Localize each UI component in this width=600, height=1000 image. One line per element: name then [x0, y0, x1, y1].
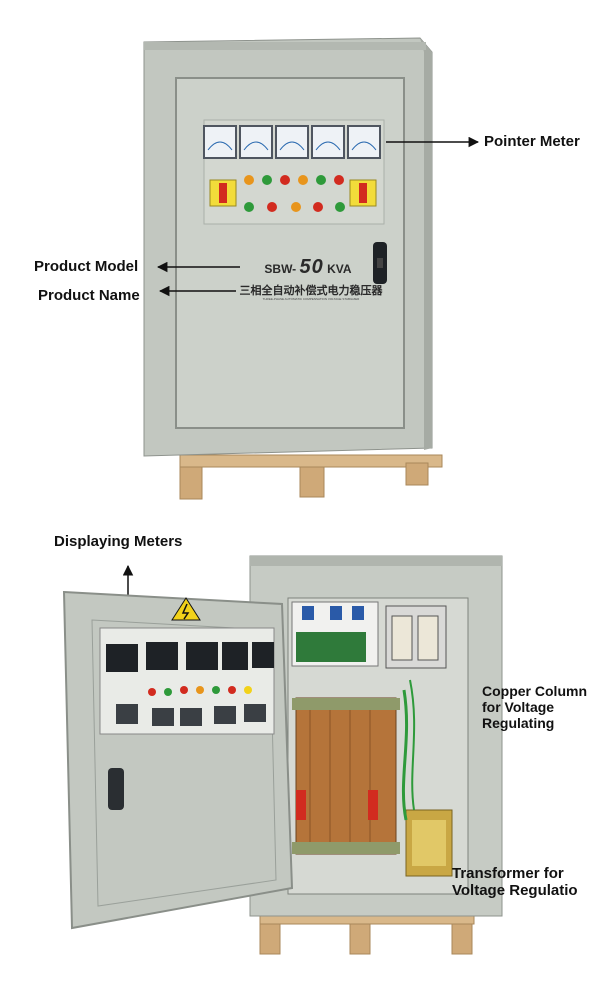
product-model-label: Product Model [34, 258, 139, 275]
bottom-cabinet-drawing [62, 555, 503, 955]
displaying-meters-label: Displaying Meters [54, 533, 183, 550]
transformer-label: Transformer for Voltage Regulatio [452, 865, 578, 900]
model-number: 50 [299, 256, 324, 278]
copper-column-label: Copper Column for Voltage Regulating [482, 683, 587, 731]
transformer-line-2: Voltage Regulatio [452, 882, 578, 900]
copper-column-line-3: Regulating [482, 715, 555, 732]
top-cabinet-photo: SBW- 50 KVA 三相全自动补偿式电力稳压器 THREE-PHASE AU… [143, 37, 443, 500]
model-prefix: SBW- [264, 262, 297, 276]
displaying-meters [106, 642, 274, 672]
product-name-plate: 三相全自动补偿式电力稳压器 [239, 284, 383, 297]
product-model-plate: SBW- 50 KVA [238, 256, 378, 279]
bottom-cabinet-photo [0, 520, 600, 1000]
pointer-meters [203, 125, 381, 159]
product-name-english: THREE-PHASE AUTOMATIC COMPENSATION VOLTA… [262, 297, 360, 301]
model-unit: KVA [327, 262, 352, 276]
copper-column-line-1: Copper Column [482, 683, 587, 699]
product-name-label: Product Name [38, 287, 140, 304]
top-cabinet-drawing [143, 37, 443, 500]
warning-sign [171, 597, 201, 621]
transformer-line-1: Transformer for [452, 865, 564, 882]
copper-column-line-2: for Voltage [482, 699, 555, 716]
copper-column [295, 697, 397, 855]
pointer-meter-label: Pointer Meter [484, 133, 580, 150]
top-pallet [179, 454, 443, 500]
